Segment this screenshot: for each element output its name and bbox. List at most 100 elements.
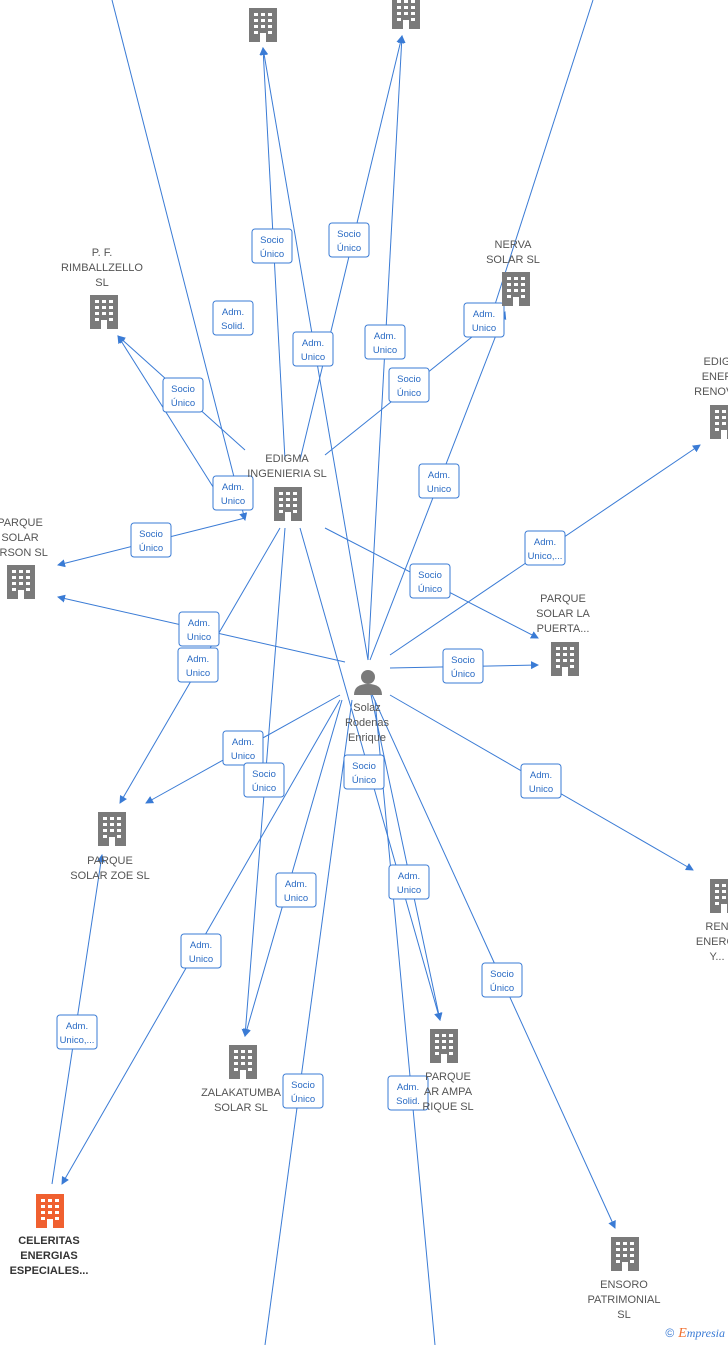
relation-label-text: Unico: [427, 484, 451, 495]
brand-name: mpresia: [686, 1326, 725, 1340]
relation-label-text: Adm.: [530, 770, 552, 781]
relation-label-text: Adm.: [398, 871, 420, 882]
edge-line: [117, 335, 216, 491]
node-label: SOLAR SL: [214, 1102, 268, 1114]
node-label: Rodenas: [345, 717, 390, 729]
building-icon: [274, 487, 302, 521]
node-top-left[interactable]: [249, 8, 277, 42]
relation-label-text: Único: [451, 669, 475, 680]
node-ensoro[interactable]: ENSORO PATRIMONIAL SL: [588, 1237, 661, 1321]
node-label: SL: [617, 1309, 630, 1321]
relation-label-text: Socio: [139, 529, 163, 540]
node-label: ENSORO: [600, 1279, 648, 1291]
relation-label-text: Socio: [490, 969, 514, 980]
edge-line: [374, 699, 436, 1345]
relation-label-e27[interactable]: Adm.Solid.: [387, 1075, 429, 1111]
node-parque-erson[interactable]: PARQUESOLARERSON SL: [0, 517, 48, 599]
node-label: ENER: [702, 371, 728, 383]
relation-label-e5[interactable]: Adm.Unico: [364, 324, 406, 360]
building-icon: [392, 0, 420, 29]
building-icon: [502, 272, 530, 306]
relation-label-e25[interactable]: Adm.Unico,...: [56, 1014, 98, 1050]
relation-label-text: Único: [490, 983, 514, 994]
relation-label-e10[interactable]: Adm. Unico: [418, 463, 460, 499]
building-icon: [710, 405, 728, 439]
relation-label-text: Unico,...: [60, 1035, 95, 1046]
node-label: PATRIMONIAL: [588, 1294, 661, 1306]
node-label: Y...: [709, 951, 724, 963]
relation-label-text: Adm.: [374, 331, 396, 342]
building-icon: [36, 1194, 64, 1228]
relation-label-text: Socio: [252, 769, 276, 780]
node-label: RIMBALLZELLO: [61, 262, 143, 274]
relation-label-e21[interactable]: Adm.Unico: [388, 864, 430, 900]
relation-label-e14[interactable]: Adm.Unico: [178, 611, 220, 647]
node-ren-right[interactable]: RENENERGIY...: [696, 879, 728, 963]
node-label: ENERGI: [696, 936, 728, 948]
relation-label-e17[interactable]: Adm.Unico: [222, 730, 264, 766]
relation-label-e6[interactable]: Adm.Unico: [463, 302, 505, 338]
relation-label-text: Socio: [337, 229, 361, 240]
relation-label-text: Unico: [301, 352, 325, 363]
node-label: SOLAR: [1, 532, 38, 544]
node-label: AR AMPA: [424, 1086, 473, 1098]
relation-label-e4[interactable]: Adm. Unico: [292, 331, 334, 367]
relation-label-e23[interactable]: Adm.Unico: [180, 933, 222, 969]
relation-label-text: Único: [337, 243, 361, 254]
relation-label-text: Único: [252, 783, 276, 794]
relation-label-text: Adm.: [473, 309, 495, 320]
node-top-right[interactable]: [392, 0, 420, 29]
node-label: PARQUE: [540, 593, 586, 605]
node-label: RENOVA: [694, 386, 728, 398]
relation-label-e16[interactable]: Adm.Unico: [177, 647, 219, 683]
relation-label-e22[interactable]: Adm.Unico: [275, 872, 317, 908]
node-label: NERVA: [495, 239, 533, 251]
edge-line: [264, 699, 353, 1345]
relation-label-text: Socio: [451, 655, 475, 666]
building-icon: [249, 8, 277, 42]
node-label: PARQUE: [425, 1071, 471, 1083]
building-icon: [710, 879, 728, 913]
relation-label-text: Adm.: [302, 338, 324, 349]
node-label: ESPECIALES...: [10, 1265, 89, 1277]
relation-label-e3[interactable]: Adm.Solid.: [212, 300, 254, 336]
relation-label-e20[interactable]: Adm.Unico: [520, 763, 562, 799]
node-label: EDIGMA: [265, 453, 309, 465]
building-icon: [430, 1029, 458, 1063]
relation-label-text: Único: [260, 249, 284, 260]
relation-label-text: Adm.: [285, 879, 307, 890]
node-celeritas[interactable]: CELERITASENERGIASESPECIALES...: [10, 1194, 89, 1277]
relation-label-text: Adm.: [190, 940, 212, 951]
relation-label-text: Adm.: [534, 537, 556, 548]
node-edigma-right[interactable]: EDIGENERRENOVA: [694, 356, 728, 439]
edge-line: [369, 689, 443, 1021]
relation-label-text: Socio: [291, 1080, 315, 1091]
relation-label-text: Adm.: [222, 482, 244, 493]
relation-label-text: Socio: [260, 235, 284, 246]
relation-label-e9[interactable]: Adm.Unico: [212, 475, 254, 511]
relation-label-e12[interactable]: Adm.Unico,...: [524, 530, 566, 566]
node-label: Solaz: [353, 702, 381, 714]
relation-label-text: Adm.: [428, 470, 450, 481]
building-icon: [7, 565, 35, 599]
